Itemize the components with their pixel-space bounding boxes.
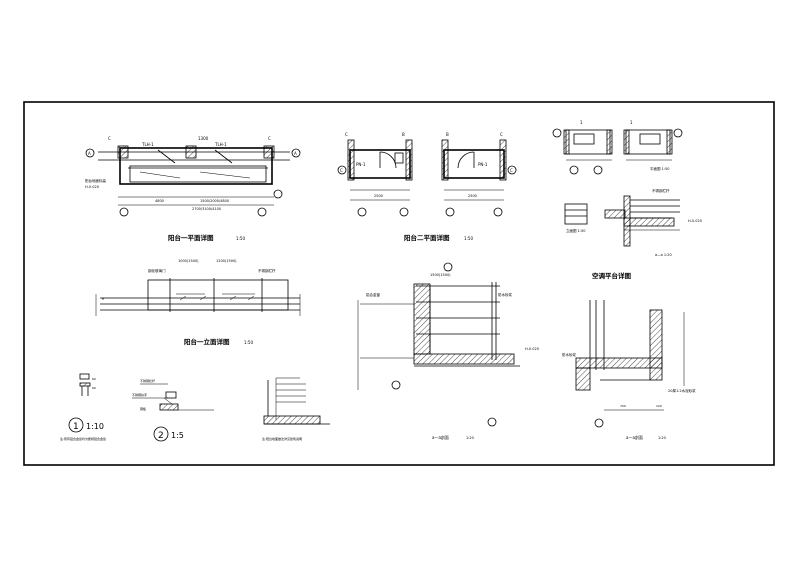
svg-text:2500: 2500 bbox=[468, 194, 477, 198]
section-a-center: 铝合金窗 1500(1500) 防水砂浆 H-0.020 bbox=[357, 262, 539, 427]
svg-text:1500(1500): 1500(1500) bbox=[430, 273, 451, 277]
svg-text:钢化玻璃门: 钢化玻璃门 bbox=[148, 268, 166, 273]
svg-text:不锈钢栏杆: 不锈钢栏杆 bbox=[140, 378, 155, 383]
svg-text:立面图 1:50: 立面图 1:50 bbox=[566, 228, 585, 233]
svg-text:C: C bbox=[340, 168, 343, 173]
svg-text:H: H bbox=[102, 297, 104, 301]
secA-scale: 1:20 bbox=[466, 436, 474, 440]
svg-text:a—a 1:20: a—a 1:20 bbox=[655, 253, 672, 257]
svg-text:B: B bbox=[402, 132, 405, 137]
svg-text:C: C bbox=[510, 168, 513, 173]
elev1-scale: 1:50 bbox=[244, 340, 253, 345]
svg-text:阳台地面标高: 阳台地面标高 bbox=[85, 178, 106, 183]
svg-text:H-0.020: H-0.020 bbox=[688, 219, 702, 223]
svg-text:不锈钢栏杆: 不锈钢栏杆 bbox=[258, 268, 276, 273]
ac-platform-section-small: H-0.020 不锈钢栏杆 a—a 1:20 bbox=[623, 188, 702, 257]
plan2-title: 阳台二平面详图 bbox=[404, 233, 450, 242]
balcony1-plan: TLH-1 TLH-1 1300 阳台地面标高 H-0.020 4800 150… bbox=[85, 136, 301, 217]
detail2-scale: 1:5 bbox=[171, 431, 184, 440]
svg-text:防水砂浆: 防水砂浆 bbox=[562, 352, 576, 357]
ac-platform-plans: 1 1 平面图 1:50 bbox=[552, 120, 683, 175]
svg-text:平面图 1:50: 平面图 1:50 bbox=[650, 166, 669, 171]
detail-3-floor-layers: 注:阳台地面做法详见建筑说明 bbox=[262, 377, 330, 441]
svg-text:A: A bbox=[294, 151, 297, 156]
plan2-scale: 1:50 bbox=[464, 236, 473, 241]
detail-1: 60 60 注:所有铝合金窗均为断桥铝合金窗 bbox=[60, 373, 106, 441]
svg-text:1: 1 bbox=[580, 120, 583, 125]
svg-text:PN-1: PN-1 bbox=[478, 162, 488, 167]
secA-title: a—a剖面 bbox=[432, 434, 449, 440]
svg-text:C: C bbox=[268, 136, 271, 141]
detail-2: 不锈钢栏杆 不锈钢扶手 钢板 bbox=[132, 378, 214, 442]
section-a-right: 防水砂浆 20厚1:2水泥砂浆 700 120 bbox=[562, 300, 696, 428]
balcony1-elevation: 钢化玻璃门 1000(1500) 1200(1500) 不锈钢栏杆 H bbox=[95, 259, 301, 316]
elev1-title: 阳台一立面详图 bbox=[184, 337, 230, 346]
svg-text:1000(1500): 1000(1500) bbox=[178, 259, 199, 263]
plan1-title: 阳台一平面详图 bbox=[168, 233, 214, 242]
svg-text:注:所有铝合金窗均为断桥铝合金窗: 注:所有铝合金窗均为断桥铝合金窗 bbox=[60, 436, 106, 441]
svg-text:C: C bbox=[108, 136, 111, 141]
secB-title: a—a剖面 bbox=[626, 434, 643, 440]
secB-scale: 1:20 bbox=[658, 436, 666, 440]
svg-text:铝合金窗: 铝合金窗 bbox=[366, 292, 380, 297]
svg-text:A: A bbox=[88, 151, 91, 156]
svg-text:1200(1500): 1200(1500) bbox=[216, 259, 237, 263]
svg-text:4800: 4800 bbox=[155, 199, 164, 203]
svg-text:TLH-1: TLH-1 bbox=[214, 142, 227, 147]
svg-text:1300: 1300 bbox=[198, 136, 209, 141]
detail1-number: 1 bbox=[73, 422, 79, 432]
svg-text:120: 120 bbox=[656, 404, 662, 408]
svg-text:防水砂浆: 防水砂浆 bbox=[498, 292, 512, 297]
svg-text:60: 60 bbox=[92, 377, 96, 381]
sheet-border bbox=[23, 101, 775, 466]
svg-text:2500: 2500 bbox=[374, 194, 383, 198]
svg-text:注:阳台地面做法详见建筑说明: 注:阳台地面做法详见建筑说明 bbox=[262, 436, 302, 441]
ac-title: 空调平台详图 bbox=[592, 271, 632, 280]
ac-platform-elevation: 立面图 1:50 bbox=[564, 203, 626, 233]
svg-text:1: 1 bbox=[630, 120, 633, 125]
svg-text:700: 700 bbox=[620, 404, 626, 408]
svg-text:2700/3100/4100: 2700/3100/4100 bbox=[192, 207, 221, 211]
balcony2-plan: PN-1 2500 C C B PN-1 2500 C B C bbox=[337, 132, 517, 217]
svg-text:60: 60 bbox=[92, 386, 96, 390]
svg-text:H-0.020: H-0.020 bbox=[525, 347, 539, 351]
svg-text:C: C bbox=[500, 132, 503, 137]
svg-text:不锈钢栏杆: 不锈钢栏杆 bbox=[652, 188, 670, 193]
svg-text:PN-1: PN-1 bbox=[356, 162, 366, 167]
detail2-number: 2 bbox=[158, 431, 164, 441]
svg-text:钢板: 钢板 bbox=[140, 406, 146, 411]
svg-text:不锈钢扶手: 不锈钢扶手 bbox=[132, 392, 147, 397]
svg-text:C: C bbox=[345, 132, 348, 137]
svg-text:B: B bbox=[446, 132, 449, 137]
svg-text:20厚1:2水泥砂浆: 20厚1:2水泥砂浆 bbox=[668, 388, 696, 393]
svg-text:1500/2000/4800: 1500/2000/4800 bbox=[200, 199, 229, 203]
plan1-scale: 1:50 bbox=[236, 236, 245, 241]
svg-text:H-0.020: H-0.020 bbox=[85, 185, 99, 189]
detail1-scale: 1:10 bbox=[86, 422, 104, 431]
svg-text:TLH-1: TLH-1 bbox=[141, 142, 154, 147]
